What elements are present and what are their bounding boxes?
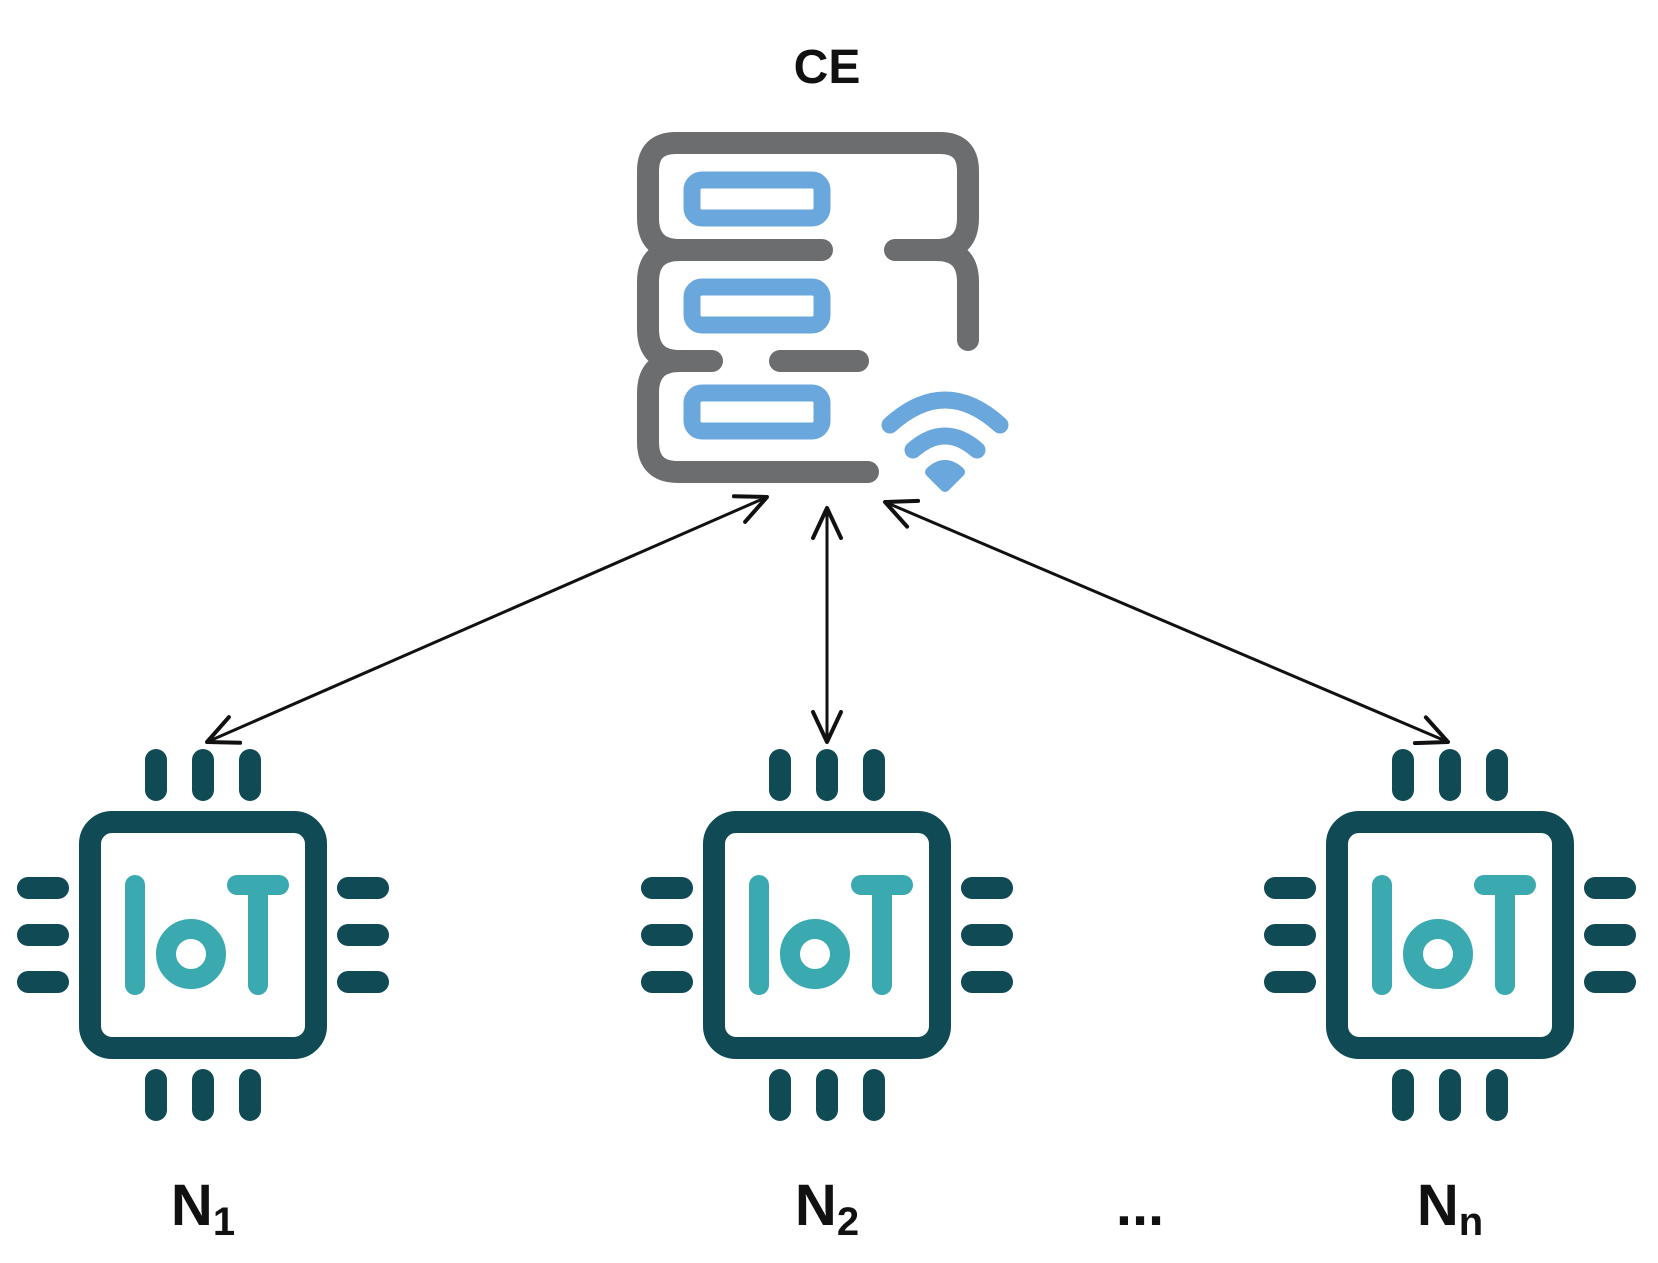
iot-chip-icon [28,760,378,1110]
arrow-ce-nn [883,498,1450,746]
iot-node-1: N1 [28,760,378,1244]
node-label: Nn [1417,1173,1483,1244]
server-wifi-icon [637,132,1009,492]
node-label: N2 [795,1173,859,1244]
iot-node-n: Nn [1275,760,1625,1244]
ellipsis: ... [1116,1173,1164,1238]
arrow-ce-n1 [205,494,769,745]
node-label: N1 [171,1173,235,1244]
iot-chip-icon [652,760,1002,1110]
server-label: CE [794,41,861,94]
iot-node-2: N2 [652,760,1002,1244]
connection-arrows [205,494,1450,746]
iot-chip-icon [1275,760,1625,1110]
